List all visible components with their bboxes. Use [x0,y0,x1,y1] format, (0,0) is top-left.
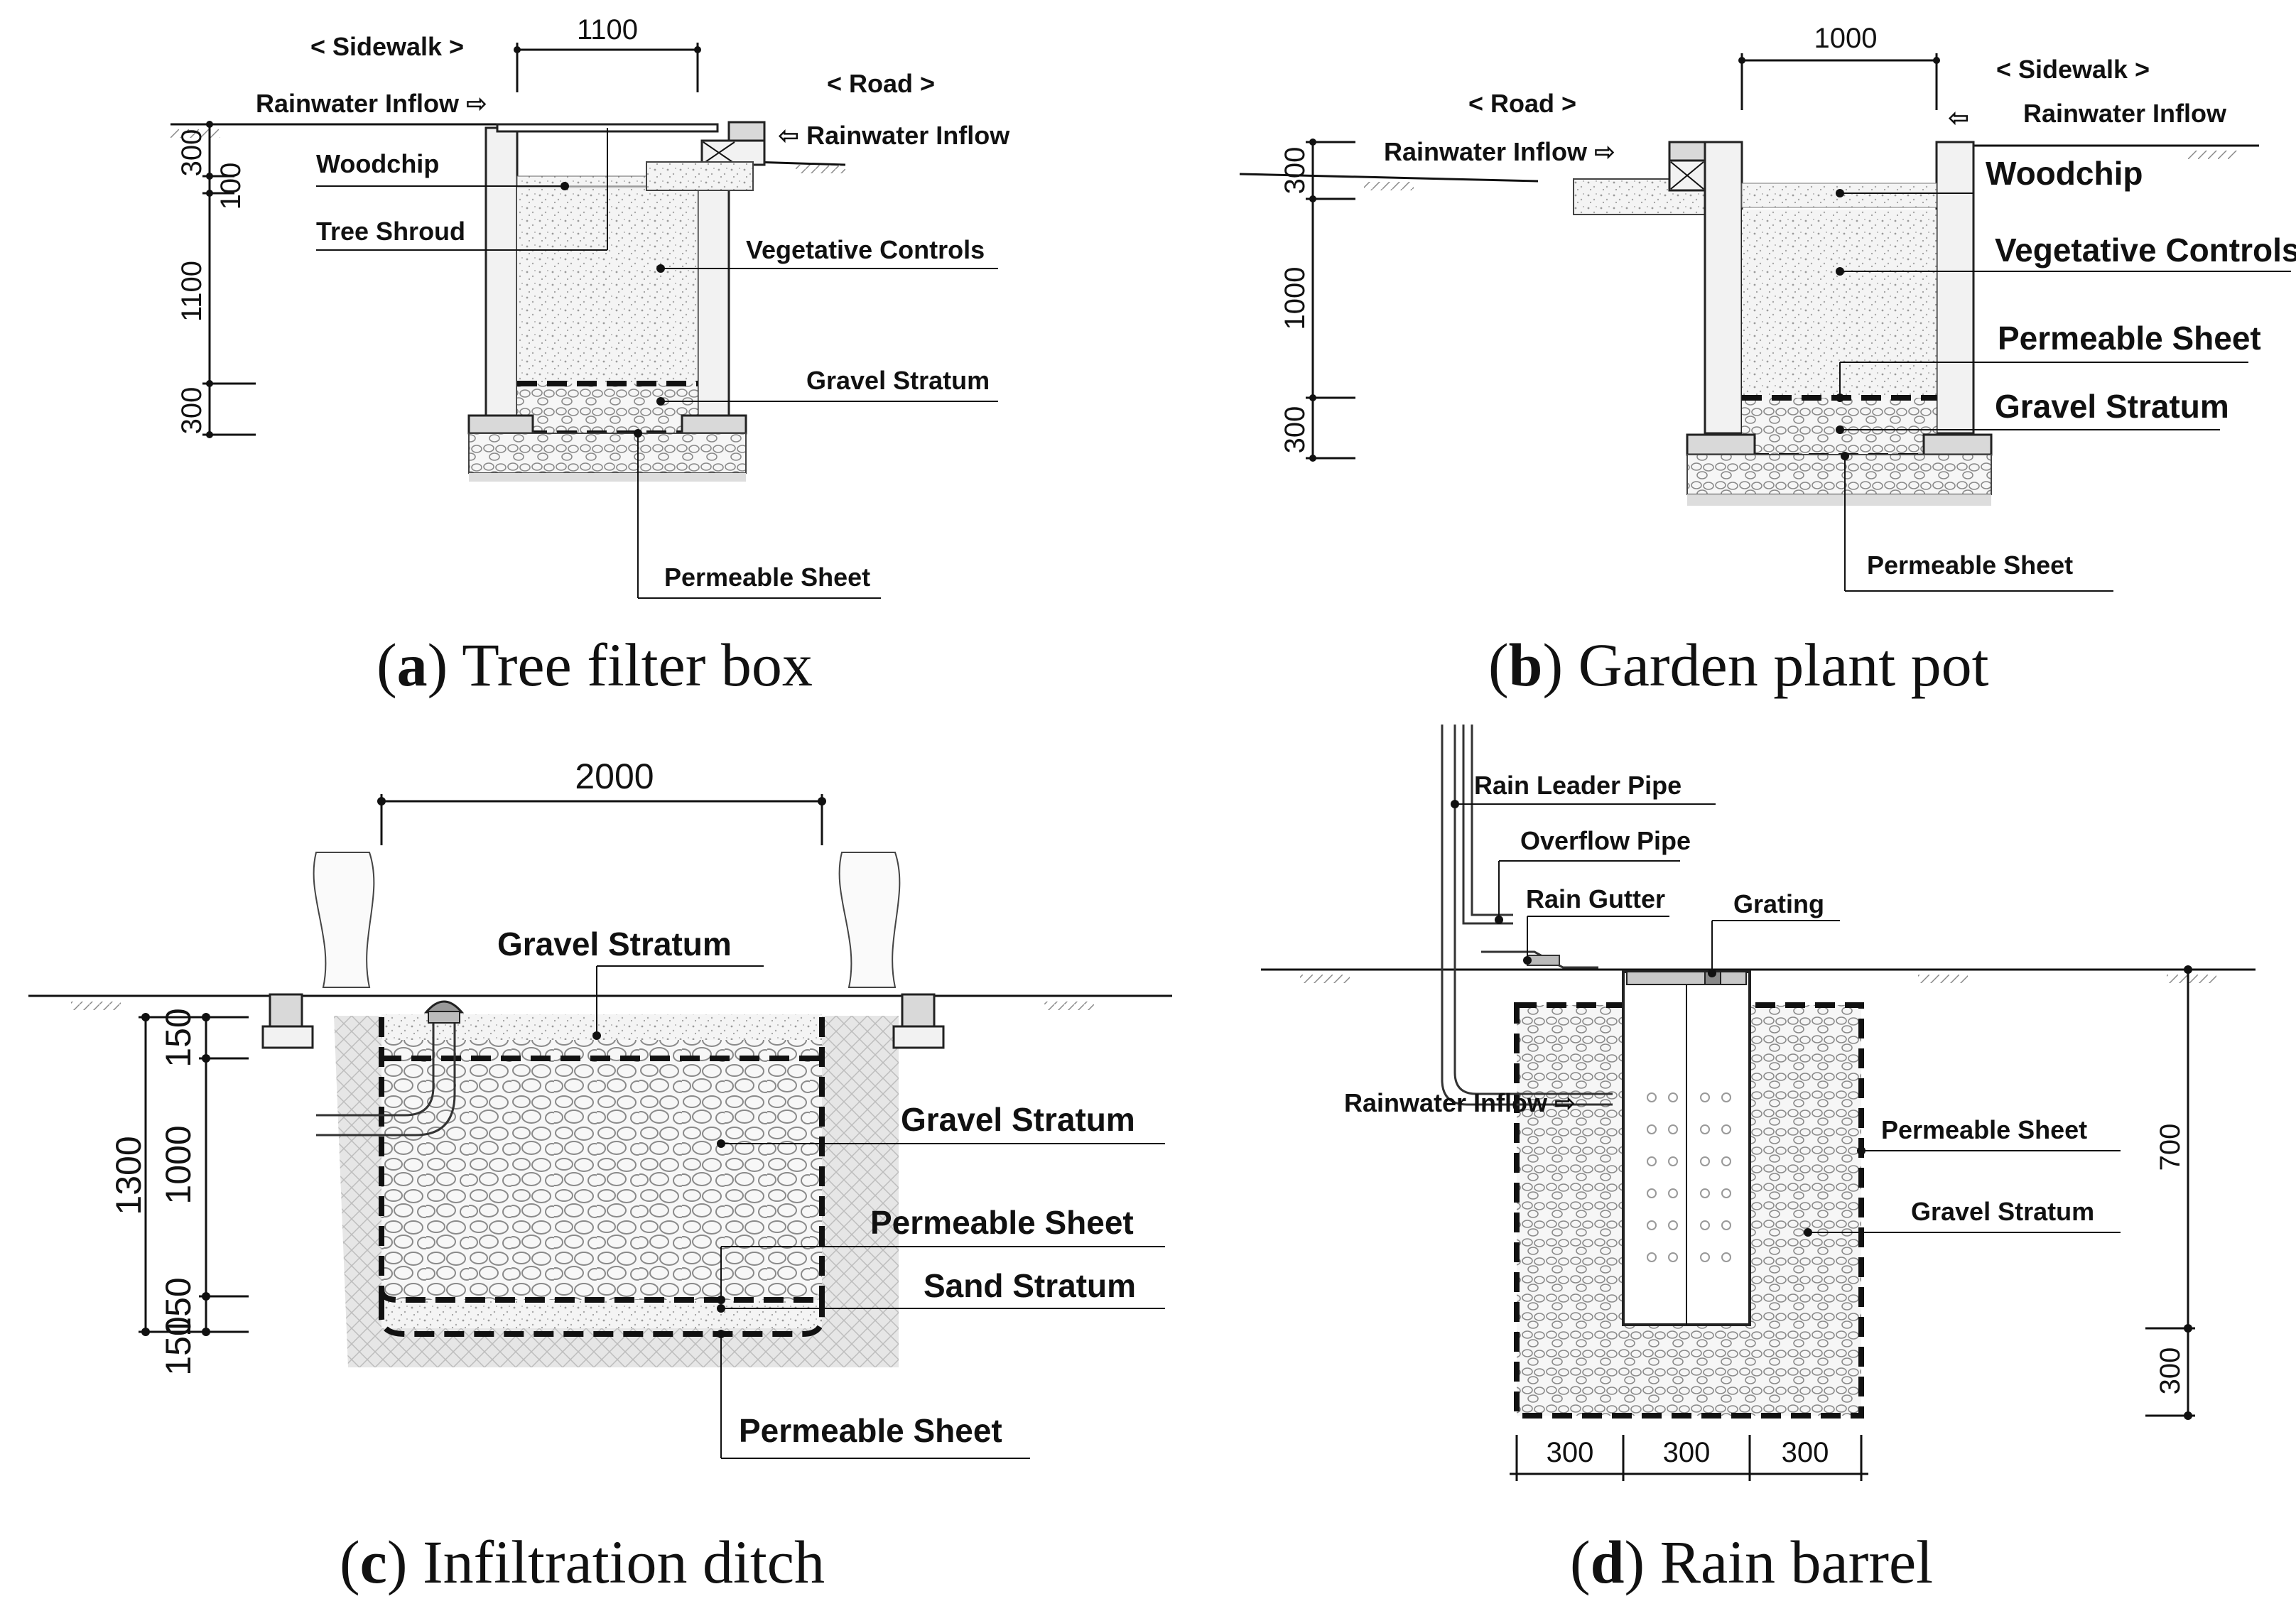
b-label-permeable-top: Permeable Sheet [1998,320,2261,357]
b-label-vegetative: Vegetative Controls [1995,232,2296,268]
panel-b-garden-plant-pot: 1000 < Road > < Sidewalk > Rainwater Inf… [1239,23,2296,699]
b-rain-inflow-right: Rainwater Inflow [2023,99,2227,128]
d-dim-300-w2: 300 [1663,1437,1711,1468]
a-caption: (a) Tree filter box [377,631,813,699]
a-label-gravel: Gravel Stratum [806,366,990,395]
d-dim-300-w1: 300 [1547,1437,1594,1468]
c-label-gravel-mid: Gravel Stratum [901,1101,1135,1138]
a-dim-1100: 1100 [176,261,207,322]
a-label-vegetative: Vegetative Controls [746,235,985,264]
a-dim-width: 1100 [577,14,638,45]
d-dim-700: 700 [2155,1124,2186,1171]
b-label-permeable-bottom: Permeable Sheet [1867,550,2073,580]
c-dim-1300: 1300 [109,1136,148,1215]
b-dim-300-top: 300 [1279,147,1311,195]
a-road-heading: < Road > [827,69,935,98]
c-dim-150-mid: 150 [158,1277,198,1336]
panel-c-infiltration-ditch: 2000 Gravel Stratum Gravel Stratum Perme… [28,756,1172,1596]
c-caption-letter: c [360,1528,387,1596]
c-label-sand: Sand Stratum [924,1267,1136,1304]
panel-d-rain-barrel: Rain Leader Pipe Overflow Pipe Rain Gutt… [1261,725,2256,1596]
d-barrel-holes [1647,1092,1731,1262]
a-sidewalk-heading: < Sidewalk > [310,32,464,61]
a-rain-inflow-right: ⇦ Rainwater Inflow [778,121,1010,150]
c-label-permeable-top: Permeable Sheet [870,1204,1134,1241]
b-caption: (b) Garden plant pot [1488,631,1989,699]
a-dim-300-bottom: 300 [176,387,207,435]
a-caption-letter: a [397,631,428,699]
a-label-woodchip: Woodchip [316,149,439,178]
a-label-permeable: Permeable Sheet [664,563,870,592]
d-label-gutter: Rain Gutter [1526,884,1665,913]
c-dim-width: 2000 [575,756,654,796]
d-label-permeable: Permeable Sheet [1881,1115,2087,1144]
c-dim-1000: 1000 [158,1125,198,1204]
d-dim-300-w3: 300 [1782,1437,1829,1468]
b-caption-letter: b [1509,631,1543,699]
b-rain-inflow-right-arrow: ⇦ [1948,103,1969,132]
b-dim-1000: 1000 [1279,267,1311,330]
b-sidewalk-heading: < Sidewalk > [1996,55,2150,84]
c-caption: (c) Infiltration ditch [340,1528,825,1596]
b-road-heading: < Road > [1468,89,1576,118]
c-label-gravel-top: Gravel Stratum [497,926,732,962]
b-label-woodchip: Woodchip [1986,155,2143,192]
a-rain-inflow-left: Rainwater Inflow ⇨ [256,89,487,118]
a-caption-text: ) Tree filter box [428,631,813,699]
d-label-overflow-pipe: Overflow Pipe [1520,826,1691,855]
b-dim-300-bottom: 300 [1279,406,1311,454]
b-caption-text: ) Garden plant pot [1542,631,1988,699]
a-label-tree-shroud: Tree Shroud [316,217,465,246]
d-caption-letter: d [1591,1528,1625,1596]
b-dim-width: 1000 [1814,23,1878,54]
d-caption-text: ) Rain barrel [1624,1528,1933,1596]
c-label-permeable-bottom: Permeable Sheet [739,1412,1002,1449]
c-dim-150-top: 150 [158,1008,198,1067]
c-dim-150-bottom: 150 [158,1316,198,1375]
d-label-rain-inflow: Rainwater Inflow ⇨ [1344,1088,1576,1117]
d-caption: (d) Rain barrel [1570,1528,1933,1596]
b-rain-inflow-left: Rainwater Inflow ⇨ [1384,137,1615,166]
b-label-gravel: Gravel Stratum [1995,388,2229,425]
panel-a-tree-filter-box: 1100 < Sidewalk > < Road > Rainwater Inf… [170,14,1010,699]
d-label-leader-pipe: Rain Leader Pipe [1474,771,1682,800]
a-dim-100: 100 [215,163,247,210]
d-dim-300-vertical: 300 [2155,1347,2186,1395]
d-label-grating: Grating [1733,889,1824,918]
c-caption-text: ) Infiltration ditch [387,1528,825,1596]
d-label-gravel: Gravel Stratum [1911,1197,2094,1226]
a-dim-300-top: 300 [176,129,207,177]
